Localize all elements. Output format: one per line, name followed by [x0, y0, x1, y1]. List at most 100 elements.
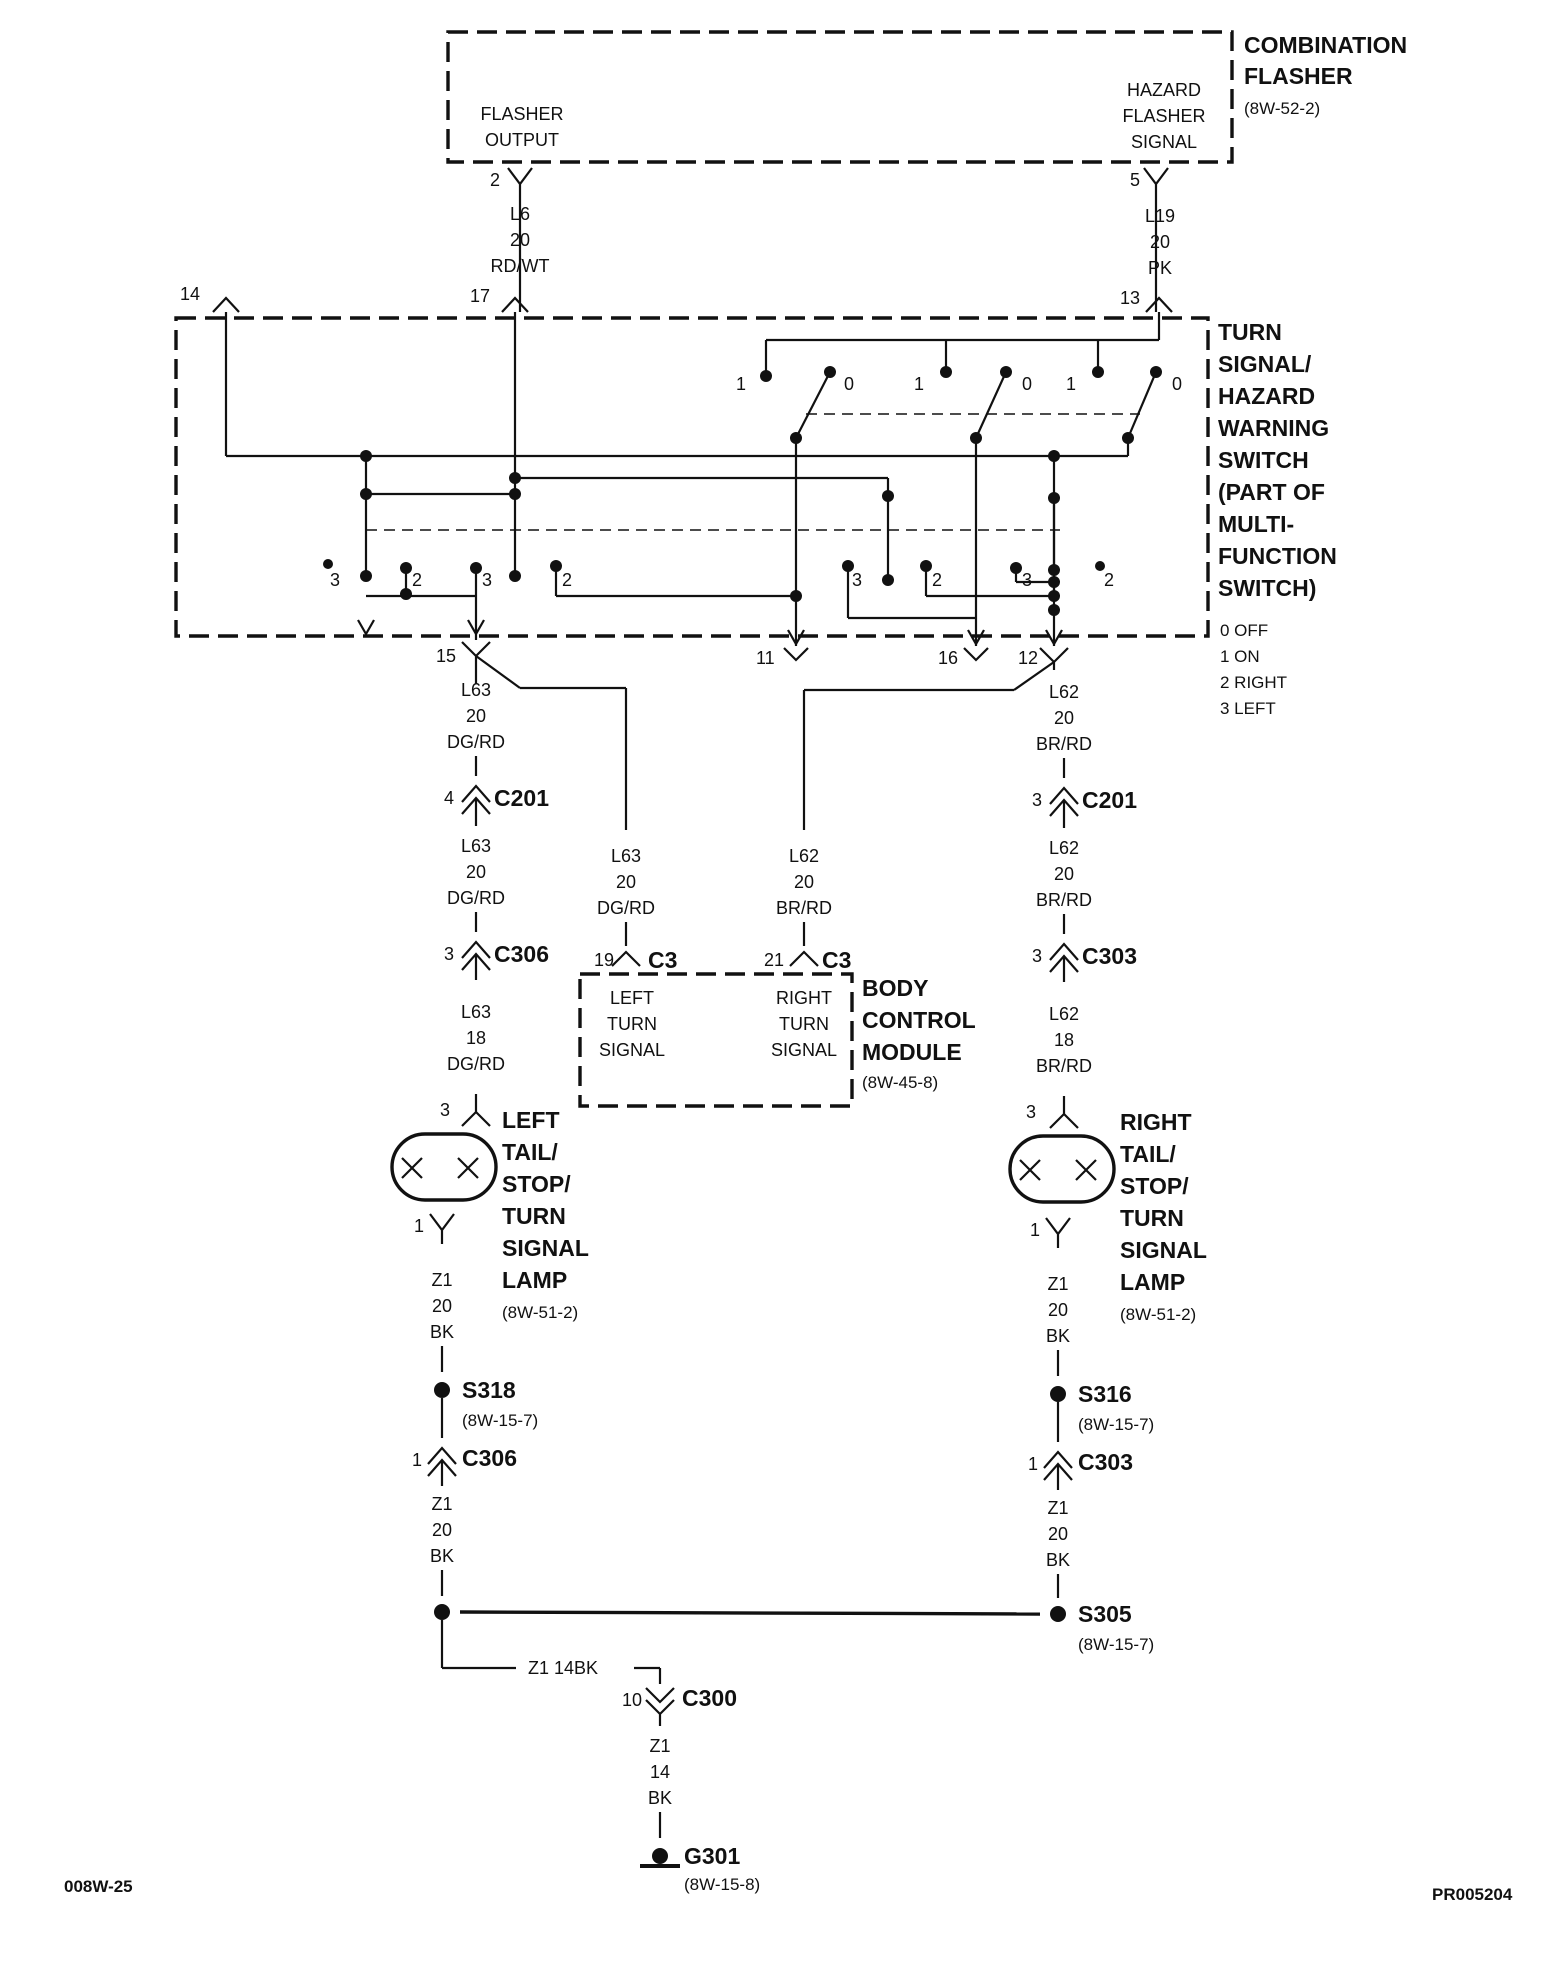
svg-text:TURN: TURN [607, 1014, 657, 1034]
svg-text:Z1: Z1 [431, 1270, 452, 1290]
connector-c303-right: C303 [1082, 943, 1137, 969]
svg-text:20: 20 [616, 872, 636, 892]
svg-text:STOP/: STOP/ [1120, 1173, 1189, 1199]
switch-pin-15: 15 [436, 641, 491, 670]
svg-text:20: 20 [466, 706, 486, 726]
svg-text:TURN: TURN [502, 1203, 566, 1229]
svg-text:L63: L63 [461, 836, 491, 856]
body-control-module: L63 20 DG/RD L62 20 BR/RD 19 C3 21 C3 LE… [578, 846, 976, 1108]
connector-c306-lower: C306 [462, 1445, 517, 1471]
svg-text:SIGNAL: SIGNAL [1120, 1237, 1207, 1263]
svg-text:20: 20 [432, 1520, 452, 1540]
ground-g301: G301 [684, 1843, 740, 1869]
svg-text:18: 18 [466, 1028, 486, 1048]
svg-text:0: 0 [1172, 374, 1182, 394]
svg-text:1: 1 [1028, 1454, 1038, 1474]
svg-text:15: 15 [436, 646, 456, 666]
legend-on: 1 ON [1220, 647, 1260, 666]
switch-pin-17: 17 [470, 286, 529, 313]
svg-text:20: 20 [432, 1296, 452, 1316]
connector-c3-left: C3 [648, 947, 677, 973]
hazard-signal-3: SIGNAL [1131, 132, 1197, 152]
svg-text:20: 20 [466, 862, 486, 882]
svg-text:L63: L63 [461, 1002, 491, 1022]
switch-title-2: SIGNAL/ [1218, 351, 1312, 377]
svg-text:BR/RD: BR/RD [776, 898, 832, 918]
svg-text:BK: BK [430, 1322, 454, 1342]
switch-title-8: FUNCTION [1218, 543, 1337, 569]
svg-text:STOP/: STOP/ [502, 1171, 571, 1197]
switch-title-4: WARNING [1218, 415, 1329, 441]
svg-text:TAIL/: TAIL/ [502, 1139, 558, 1165]
svg-text:Z1: Z1 [649, 1736, 670, 1756]
svg-text:12: 12 [1018, 648, 1038, 668]
svg-text:0: 0 [1022, 374, 1032, 394]
svg-text:21: 21 [764, 950, 784, 970]
svg-text:LAMP: LAMP [502, 1267, 567, 1293]
connector-c306-left: C306 [494, 941, 549, 967]
svg-text:L62: L62 [789, 846, 819, 866]
svg-text:2: 2 [1104, 570, 1114, 590]
switch-pin-14: 14 [180, 284, 240, 313]
svg-text:3: 3 [852, 570, 862, 590]
switch-title-1: TURN [1218, 319, 1282, 345]
turn-signal-switch: TURN SIGNAL/ HAZARD WARNING SWITCH (PART… [174, 316, 1337, 718]
svg-text:1: 1 [1030, 1220, 1040, 1240]
svg-text:(8W-15-7): (8W-15-7) [1078, 1415, 1154, 1434]
switch-junction-dots [323, 366, 1162, 616]
hazard-contact-labels: 1 0 1 0 1 0 [736, 374, 1182, 394]
flasher-output-1: FLASHER [480, 104, 563, 124]
svg-text:DG/RD: DG/RD [447, 732, 505, 752]
svg-text:LEFT: LEFT [610, 988, 654, 1008]
svg-text:DG/RD: DG/RD [447, 888, 505, 908]
svg-text:BR/RD: BR/RD [1036, 734, 1092, 754]
connector-c3-right: C3 [822, 947, 851, 973]
svg-text:L63: L63 [461, 680, 491, 700]
svg-text:1: 1 [412, 1450, 422, 1470]
svg-text:3: 3 [444, 944, 454, 964]
svg-text:Z1 14BK: Z1 14BK [528, 1658, 598, 1678]
legend-left: 3 LEFT [1220, 699, 1276, 718]
flasher-title-1: COMBINATION [1244, 32, 1407, 58]
svg-text:3: 3 [1032, 790, 1042, 810]
svg-text:0: 0 [844, 374, 854, 394]
svg-text:1: 1 [414, 1216, 424, 1236]
switch-pin-12: 12 [1018, 647, 1069, 670]
switch-title-3: HAZARD [1218, 383, 1315, 409]
svg-text:13: 13 [1120, 288, 1140, 308]
connector-c300: C300 [682, 1685, 737, 1711]
svg-text:TAIL/: TAIL/ [1120, 1141, 1176, 1167]
svg-text:(8W-15-7): (8W-15-7) [462, 1411, 538, 1430]
svg-text:LEFT: LEFT [502, 1107, 560, 1133]
svg-text:BK: BK [1046, 1550, 1070, 1570]
switch-title-5: SWITCH [1218, 447, 1309, 473]
switch-bottom-arrows [357, 619, 1063, 647]
svg-text:CONTROL: CONTROL [862, 1007, 976, 1033]
svg-text:17: 17 [470, 286, 490, 306]
flasher-title-2: FLASHER [1244, 63, 1353, 89]
svg-text:L62: L62 [1049, 1004, 1079, 1024]
flasher-ref: (8W-52-2) [1244, 99, 1320, 118]
svg-text:1: 1 [1066, 374, 1076, 394]
svg-text:RIGHT: RIGHT [1120, 1109, 1192, 1135]
connector-c201-left: C201 [494, 785, 549, 811]
svg-text:BR/RD: BR/RD [1036, 890, 1092, 910]
svg-text:DG/RD: DG/RD [597, 898, 655, 918]
svg-text:2: 2 [562, 570, 572, 590]
svg-text:1: 1 [914, 374, 924, 394]
svg-text:TURN: TURN [1120, 1205, 1184, 1231]
svg-text:2: 2 [932, 570, 942, 590]
svg-text:TURN: TURN [779, 1014, 829, 1034]
hazard-signal-1: HAZARD [1127, 80, 1201, 100]
svg-text:5: 5 [1130, 170, 1140, 190]
turn-contact-labels: 3 2 3 2 3 2 3 2 [330, 570, 1114, 590]
svg-text:BK: BK [648, 1788, 672, 1808]
svg-text:Z1: Z1 [1047, 1498, 1068, 1518]
svg-text:4: 4 [444, 788, 454, 808]
svg-text:SIGNAL: SIGNAL [771, 1040, 837, 1060]
svg-text:(8W-15-8): (8W-15-8) [684, 1875, 760, 1894]
splice-s316: S316 [1078, 1381, 1132, 1407]
svg-text:L62: L62 [1049, 838, 1079, 858]
svg-text:L62: L62 [1049, 682, 1079, 702]
